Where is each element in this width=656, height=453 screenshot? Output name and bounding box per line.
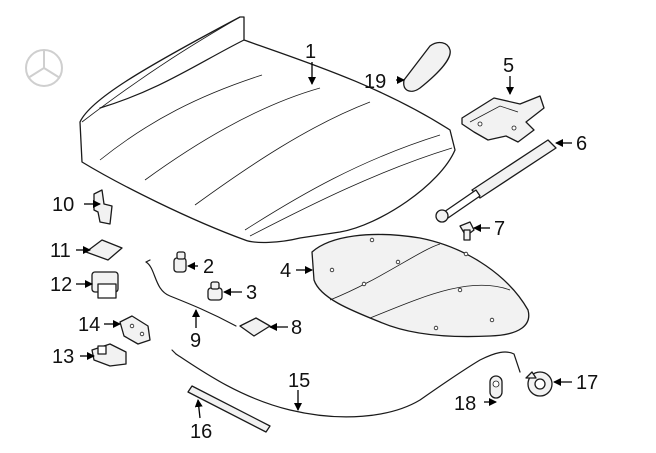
callout-3: 3 bbox=[246, 282, 257, 304]
callout-19: 19 bbox=[364, 71, 386, 93]
callout-10: 10 bbox=[52, 194, 74, 216]
reinforcement-bracket bbox=[119, 315, 151, 345]
callout-15: 15 bbox=[288, 370, 310, 392]
lock-cylinder bbox=[489, 375, 503, 399]
latch-block bbox=[91, 271, 119, 299]
latch-plate bbox=[85, 239, 123, 261]
callout-1: 1 bbox=[305, 41, 316, 63]
callout-numbers: 1 19 5 6 7 4 2 3 8 9 10 11 12 14 13 15 1… bbox=[50, 41, 598, 443]
rod-clip bbox=[239, 317, 271, 337]
hood-hinge bbox=[461, 95, 545, 143]
callout-14: 14 bbox=[78, 314, 100, 336]
callout-9: 9 bbox=[190, 330, 201, 352]
bracket-10 bbox=[93, 189, 113, 225]
callout-2: 2 bbox=[203, 256, 214, 278]
callout-12: 12 bbox=[50, 274, 72, 296]
bolt bbox=[459, 221, 475, 241]
latch-actuator bbox=[525, 371, 553, 397]
hood-insulator bbox=[311, 233, 530, 338]
callout-5: 5 bbox=[503, 55, 514, 77]
hood-panel bbox=[79, 16, 456, 244]
callout-7: 7 bbox=[494, 218, 505, 240]
bumper-stop-3 bbox=[207, 281, 223, 301]
release-cable bbox=[171, 349, 521, 418]
callout-18: 18 bbox=[454, 393, 476, 415]
support-bracket bbox=[91, 343, 127, 367]
bumper-stop-2 bbox=[173, 251, 187, 273]
hood-pad bbox=[403, 41, 451, 92]
seal-strip bbox=[187, 385, 271, 433]
callout-17: 17 bbox=[576, 372, 598, 394]
callout-13: 13 bbox=[52, 346, 74, 368]
callout-4: 4 bbox=[280, 260, 291, 282]
gas-strut bbox=[435, 139, 557, 223]
callout-6: 6 bbox=[576, 133, 587, 155]
callout-8: 8 bbox=[291, 317, 302, 339]
callout-11: 11 bbox=[50, 240, 71, 262]
watermark-logo bbox=[25, 49, 63, 87]
release-rod bbox=[145, 259, 237, 327]
callout-16: 16 bbox=[190, 421, 212, 443]
leader-lines bbox=[76, 62, 572, 419]
